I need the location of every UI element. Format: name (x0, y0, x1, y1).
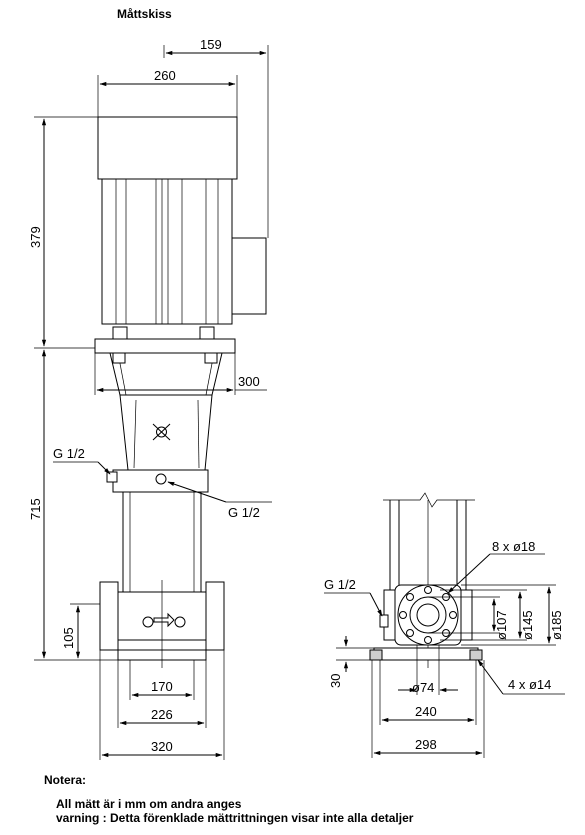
dim-8xd18: 8 x ø18 (492, 539, 535, 554)
dim-260: 260 (154, 68, 176, 83)
dim-159: 159 (200, 37, 222, 52)
dim-d107: ø107 (494, 610, 509, 640)
side-view: 8 x ø18 G 1/2 ø107 ø145 ø185 4 x ø14 ø74 (324, 492, 565, 758)
label-g-left: G 1/2 (53, 446, 85, 461)
label-g-side: G 1/2 (324, 577, 356, 592)
outlet-flange (205, 581, 225, 651)
dim-d185: ø185 (549, 610, 564, 640)
bolt-right (199, 326, 215, 340)
notes-heading: Notera: (44, 773, 87, 787)
dim-170: 170 (151, 679, 173, 694)
bolt-left (112, 326, 128, 340)
notes-line-2: varning : Detta förenklade mättrittninge… (56, 811, 414, 825)
dim-240: 240 (415, 704, 437, 719)
inlet-flange (99, 581, 119, 651)
dim-d145: ø145 (520, 610, 535, 640)
dim-298: 298 (415, 737, 437, 752)
notes-line-1: All mätt är i mm om andra anges (56, 797, 242, 811)
dim-379: 379 (28, 226, 43, 248)
label-g-right: G 1/2 (228, 505, 260, 520)
motor-flange-plate (94, 338, 236, 354)
dim-715: 715 (28, 498, 43, 520)
front-view: 159 260 379 300 715 105 G 1/2 G 1/2 (28, 37, 272, 760)
dim-105: 105 (61, 627, 76, 649)
terminal-box (231, 237, 267, 315)
dim-300: 300 (238, 374, 260, 389)
drawing-title: Måttskiss (117, 7, 172, 21)
bolt-holes (399, 586, 457, 644)
dim-d74: ø74 (412, 680, 434, 695)
motor-fins (115, 179, 219, 324)
motor-body (101, 178, 233, 325)
brand-logo-icon (152, 423, 171, 441)
pump-sleeve (122, 491, 202, 593)
dim-4xd14: 4 x ø14 (508, 677, 551, 692)
vent-plug-icon (155, 473, 167, 485)
dim-320: 320 (151, 739, 173, 754)
flow-arrow-icon (153, 612, 175, 628)
notes-section: Notera: All mätt är i mm om andra anges … (44, 773, 413, 825)
motor-top-cap (97, 116, 238, 180)
dim-30: 30 (328, 674, 343, 688)
dim-226: 226 (151, 707, 173, 722)
side-foot (373, 647, 479, 661)
